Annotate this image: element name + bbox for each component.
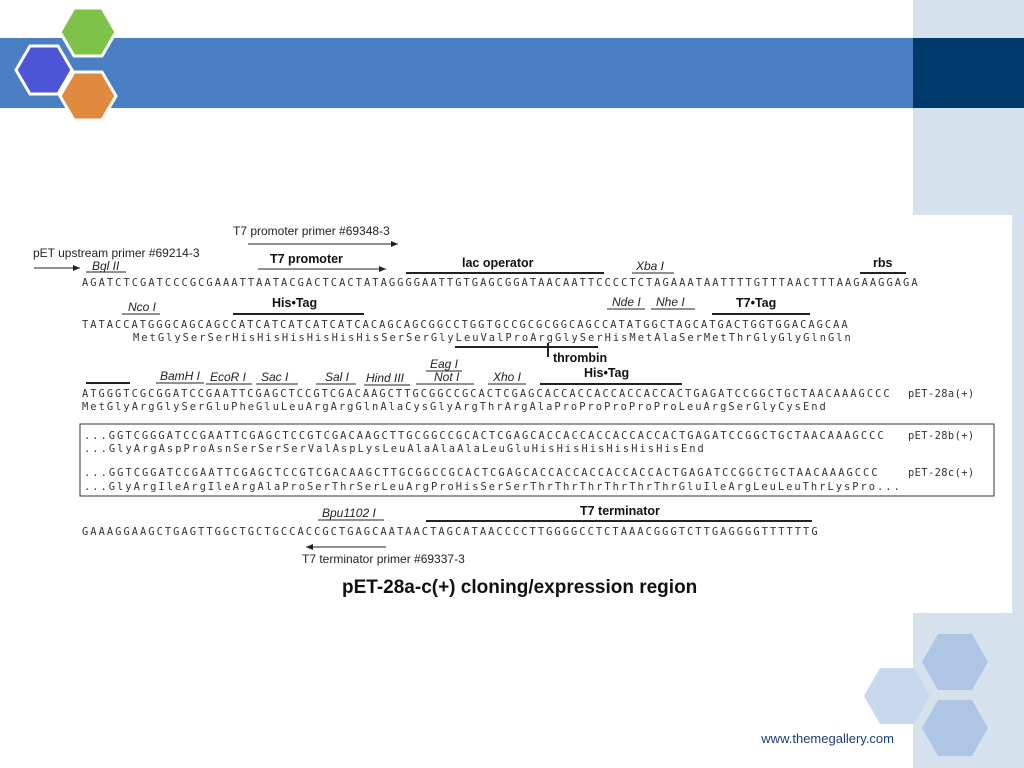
site-bgl-label: Bgl II bbox=[92, 259, 120, 273]
site-bam-label: BamH I bbox=[160, 369, 201, 383]
site-nhe-label: Nhe I bbox=[656, 295, 685, 309]
site-xho-label: Xho I bbox=[492, 370, 522, 384]
vector-label-28a: pET-28a(+) bbox=[908, 388, 975, 400]
vector-label-28b: pET-28b(+) bbox=[908, 430, 975, 442]
sequence-row-1: AGATCTCGATCCCGCGAAATTAATACGACTCACTATAGGG… bbox=[82, 277, 918, 289]
vector-label-28c: pET-28c(+) bbox=[908, 467, 975, 479]
footer-url[interactable]: www.themegallery.com bbox=[761, 731, 894, 746]
sequence-row-4: GAAAGGAAGCTGAGTTGGCTGCTGCCACCGCTGAGCAATA… bbox=[82, 526, 818, 538]
site-bpu-label: Bpu1102 I bbox=[322, 506, 376, 520]
site-sac-label: Sac I bbox=[261, 370, 289, 384]
sequence-row-3: ATGGGTCGCGGATCCGAATTCGAGCTCCGTCGACAAGCTT… bbox=[82, 388, 890, 400]
translation-box-c: ...GlyArgIleArgIleArgAlaProSerThrSerLeuA… bbox=[84, 481, 900, 493]
his-tag-2-feature: His•Tag bbox=[584, 366, 629, 380]
translation-row-3: MetGlyArgGlySerGluPheGluLeuArgArgGlnAlaC… bbox=[82, 401, 826, 413]
rbs-feature: rbs bbox=[873, 256, 893, 270]
site-eag-label: Eag I bbox=[430, 357, 459, 371]
site-nco-label: Nco I bbox=[128, 300, 157, 314]
site-sal-label: Sal I bbox=[325, 370, 350, 384]
translation-row-2: MetGlySerSerHisHisHisHisHisHisSerSerGlyL… bbox=[133, 332, 851, 344]
his-tag-1-feature: His•Tag bbox=[272, 296, 317, 310]
content-card bbox=[0, 215, 1012, 613]
lac-operator-feature: lac operator bbox=[462, 256, 534, 270]
sequence-box-c: ...GGTCGGATCCGAATTCGAGCTCCGTCGACAAGCTTGC… bbox=[84, 467, 878, 479]
translation-box-b: ...GlyArgAspProAsnSerSerSerValAspLysLeuA… bbox=[84, 443, 704, 455]
upstream-primer-label: pET upstream primer #69214-3 bbox=[33, 246, 200, 260]
t7-promoter-feature: T7 promoter bbox=[270, 252, 343, 266]
t7-promoter-primer-label: T7 promoter primer #69348-3 bbox=[233, 224, 390, 238]
cloning-region-diagram: T7 promoter primer #69348-3 pET upstream… bbox=[33, 224, 995, 598]
sequence-box-b: ...GGTCGGGATCCGAATTCGAGCTCCGTCGACAAGCTTG… bbox=[84, 430, 884, 442]
diagram-caption: pET-28a-c(+) cloning/expression region bbox=[342, 577, 697, 598]
hexagon-logo-icon bbox=[14, 6, 118, 122]
site-eco-label: EcoR I bbox=[210, 370, 247, 384]
site-xba-label: Xba I bbox=[635, 259, 665, 273]
variants-box bbox=[79, 423, 995, 497]
site-hind-label: Hind III bbox=[366, 371, 405, 385]
site-nde-label: Nde I bbox=[612, 295, 641, 309]
thrombin-feature: thrombin bbox=[553, 351, 607, 365]
t7-terminator-primer-label: T7 terminator primer #69337-3 bbox=[302, 552, 465, 566]
t7-tag-feature: T7•Tag bbox=[736, 296, 776, 310]
title-banner-accent bbox=[913, 38, 1024, 108]
title-banner bbox=[0, 38, 913, 108]
t7-terminator-feature: T7 terminator bbox=[580, 504, 660, 518]
site-not-label: Not I bbox=[434, 370, 460, 384]
hexagon-decoration-icon bbox=[864, 634, 988, 756]
sequence-row-2: TATACCATGGGCAGCAGCCATCATCATCATCATCACAGCA… bbox=[82, 319, 848, 331]
